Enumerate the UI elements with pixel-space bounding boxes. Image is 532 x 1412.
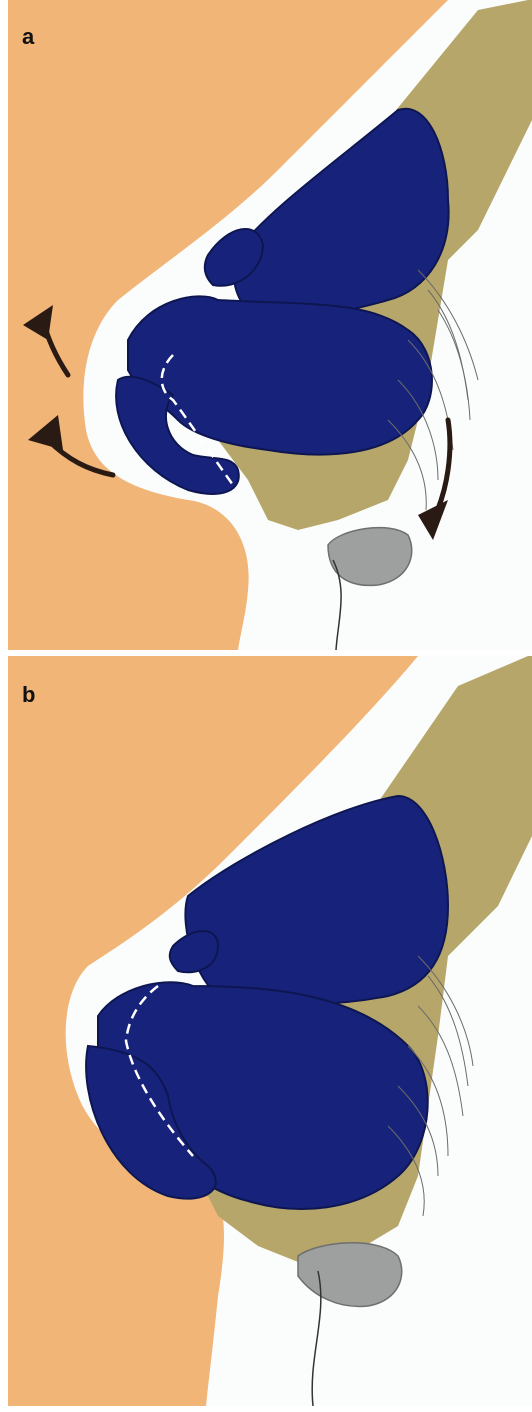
nose-illustration-b bbox=[8, 656, 532, 1406]
panel-label: a bbox=[22, 24, 34, 50]
lower-lateral-cartilage bbox=[128, 296, 432, 454]
illustration-panel-a: a bbox=[8, 0, 532, 650]
arrow-head-right bbox=[418, 500, 448, 540]
alar-soft-tissue bbox=[298, 1243, 402, 1307]
alar-soft-tissue bbox=[328, 528, 412, 586]
illustration-panel-b: b bbox=[8, 656, 532, 1406]
nose-illustration-a bbox=[8, 0, 532, 650]
panel-label: b bbox=[22, 682, 35, 708]
